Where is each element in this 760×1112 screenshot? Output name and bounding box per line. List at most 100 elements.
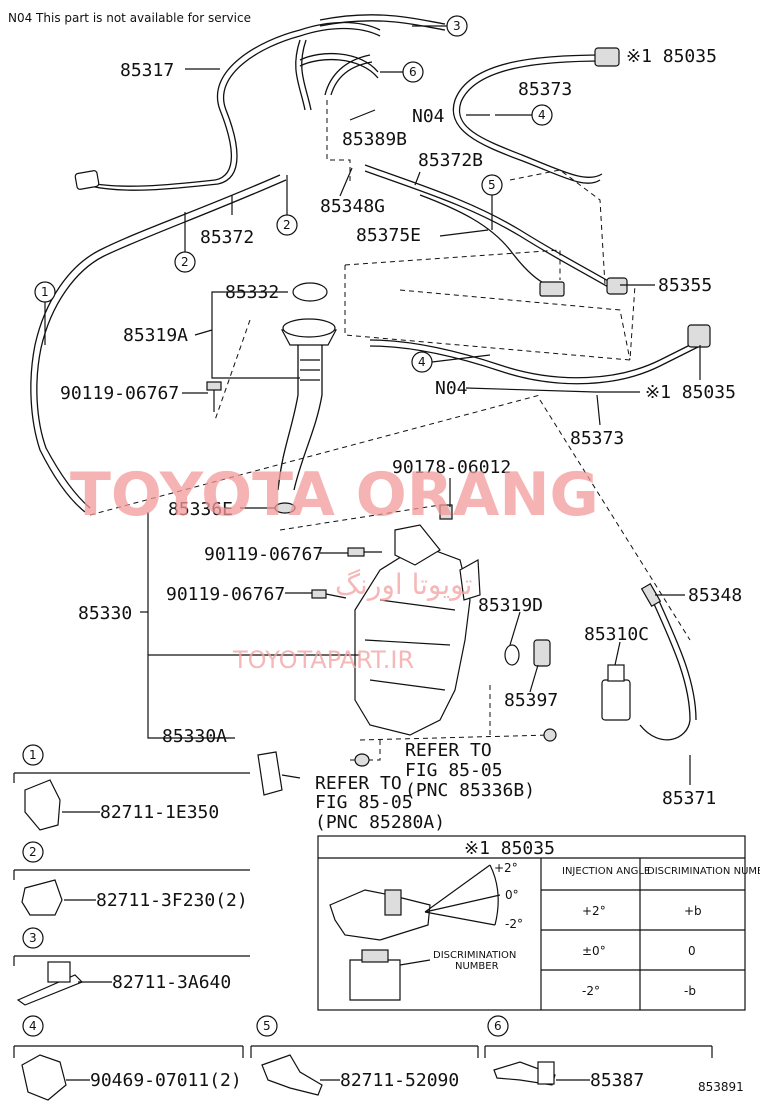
watermark-site: TOYOTAPART.IR xyxy=(232,646,414,674)
ref-85336b-line1: REFER TO xyxy=(405,740,492,761)
diagram-number: 853891 xyxy=(698,1080,744,1094)
row-3-angle: -2° xyxy=(582,984,600,998)
hose-85373-lower xyxy=(369,324,711,385)
callout-5-marker: 5 xyxy=(481,174,503,230)
callout-markers: 3 6 4 2 2 5 1 4 xyxy=(34,15,553,373)
label-85389b: 85389B xyxy=(342,129,407,150)
hose-85371 xyxy=(639,583,697,741)
ref-85336b-line2: FIG 85-05 xyxy=(405,760,503,781)
guide-lines xyxy=(89,100,691,761)
callout-4-marker-a: 4 xyxy=(495,104,553,126)
callout-4-marker-b: 4 xyxy=(411,351,491,373)
hose-85373-upper xyxy=(452,47,620,184)
reference-notes: REFER TO FIG 85-05 (PNC 85336B) REFER TO… xyxy=(315,740,535,833)
label-85317: 85317 xyxy=(120,60,174,81)
watermark-title: TOYOTA ORANG xyxy=(70,460,599,530)
svg-text:4: 4 xyxy=(418,355,426,369)
svg-text:2: 2 xyxy=(283,218,291,232)
clip-legend-item-4: 4 90469-07011(2) xyxy=(13,1015,244,1101)
svg-text:1: 1 xyxy=(41,285,49,299)
label-85375e: 85375E xyxy=(356,225,421,246)
label-85336e: 85336E xyxy=(168,499,233,520)
ref-85280a-line1: REFER TO xyxy=(315,773,402,794)
clip-legend-item-1: 1 82711-1E350 xyxy=(13,744,250,831)
hose-85372b xyxy=(364,164,628,295)
angle-mark-plus2: +2° xyxy=(494,861,518,875)
washer-tank-85330 xyxy=(257,504,631,796)
ref-85336b-line3: (PNC 85336B) xyxy=(405,780,535,801)
label-85371: 85371 xyxy=(662,788,716,809)
col-header-injection-angle: INJECTION ANGLE xyxy=(562,866,650,877)
hose-assembly-85317 xyxy=(30,14,446,513)
svg-text:82711-1E350: 82711-1E350 xyxy=(100,802,219,823)
label-90119-a: 90119-06767 xyxy=(60,383,179,404)
label-n04-bottom: N04 xyxy=(435,378,468,399)
ref-85280a-line3: (PNC 85280A) xyxy=(315,812,445,833)
watermark: TOYOTA ORANG تویوتا اورنگ TOYOTAPART.IR xyxy=(70,460,599,674)
svg-text:4: 4 xyxy=(538,108,546,122)
row-2-number: 0 xyxy=(688,944,696,958)
bolt-90119-a xyxy=(206,381,222,412)
discrimination-label-2: NUMBER xyxy=(455,961,499,972)
row-3-number: -b xyxy=(684,984,696,998)
discrimination-label-1: DISCRIMINATION xyxy=(433,950,516,961)
ref-85280a-line2: FIG 85-05 xyxy=(315,792,413,813)
part-labels: 85317 ※1 85035 85373 N04 85389B 85372B 8… xyxy=(60,46,742,809)
label-90119-b: 90119-06767 xyxy=(204,544,323,565)
label-85332: 85332 xyxy=(225,282,279,303)
svg-text:82711-3A640: 82711-3A640 xyxy=(112,972,231,993)
label-85330: 85330 xyxy=(78,603,132,624)
svg-text:5: 5 xyxy=(488,178,496,192)
label-85319a: 85319A xyxy=(123,325,188,346)
row-2-angle: ±0° xyxy=(582,944,606,958)
callout-3-marker: 3 xyxy=(412,15,468,37)
label-n04-top: N04 xyxy=(412,106,445,127)
header-note: N04 This part is not available for servi… xyxy=(8,11,251,25)
label-90119-c: 90119-06767 xyxy=(166,584,285,605)
label-85373-bottom: 85373 xyxy=(570,428,624,449)
leader-lines xyxy=(140,68,701,785)
row-1-angle: +2° xyxy=(582,904,606,918)
svg-text:82711-3F230(2): 82711-3F230(2) xyxy=(96,890,248,911)
angle-mark-0: 0° xyxy=(505,888,519,902)
label-85372b: 85372B xyxy=(418,150,483,171)
clip-legend-item-2: 2 82711-3F230(2) xyxy=(13,841,250,916)
label-85035-bottom: ※1 85035 xyxy=(645,382,736,403)
svg-text:2: 2 xyxy=(181,255,189,269)
clip-legend-item-5: 5 82711-52090 xyxy=(250,1015,479,1096)
watermark-persian: تویوتا اورنگ xyxy=(335,568,472,601)
label-85348g: 85348G xyxy=(320,196,385,217)
callout-6-marker: 6 xyxy=(380,61,424,83)
label-85372: 85372 xyxy=(200,227,254,248)
svg-text:3: 3 xyxy=(29,931,37,945)
col-header-discrimination: DISCRIMINATION NUMBER xyxy=(647,866,760,877)
label-85310c: 85310C xyxy=(584,624,649,645)
svg-text:85387: 85387 xyxy=(590,1070,644,1091)
label-85397: 85397 xyxy=(504,690,558,711)
filler-neck-85319a xyxy=(274,282,337,514)
clip-legend-item-3: 3 82711-3A640 xyxy=(13,927,250,1006)
nozzle-table: ※1 85035 INJECTION ANGLE DISCRIMINATION … xyxy=(317,835,760,1011)
svg-text:3: 3 xyxy=(453,19,461,33)
svg-text:6: 6 xyxy=(494,1019,502,1033)
label-85319d: 85319D xyxy=(478,595,543,616)
clip-legend-item-6: 6 85387 xyxy=(484,1015,713,1091)
label-85035-top: ※1 85035 xyxy=(626,46,717,67)
hose-85375e xyxy=(419,194,565,297)
callout-2-marker-a: 2 xyxy=(276,175,298,236)
label-85373-top: 85373 xyxy=(518,79,572,100)
callout-1-marker: 1 xyxy=(34,281,56,345)
svg-text:5: 5 xyxy=(263,1019,271,1033)
angle-mark-minus2: -2° xyxy=(505,917,523,931)
row-1-number: +b xyxy=(684,904,702,918)
svg-text:82711-52090: 82711-52090 xyxy=(340,1070,459,1091)
label-85330a: 85330A xyxy=(162,726,227,747)
callout-2-marker-b: 2 xyxy=(174,212,196,273)
label-85355: 85355 xyxy=(658,275,712,296)
svg-text:1: 1 xyxy=(29,748,37,762)
nozzle-table-title: ※1 85035 xyxy=(464,838,555,859)
svg-text:6: 6 xyxy=(409,65,417,79)
svg-text:4: 4 xyxy=(29,1019,37,1033)
nozzle-illustration xyxy=(329,864,501,1001)
